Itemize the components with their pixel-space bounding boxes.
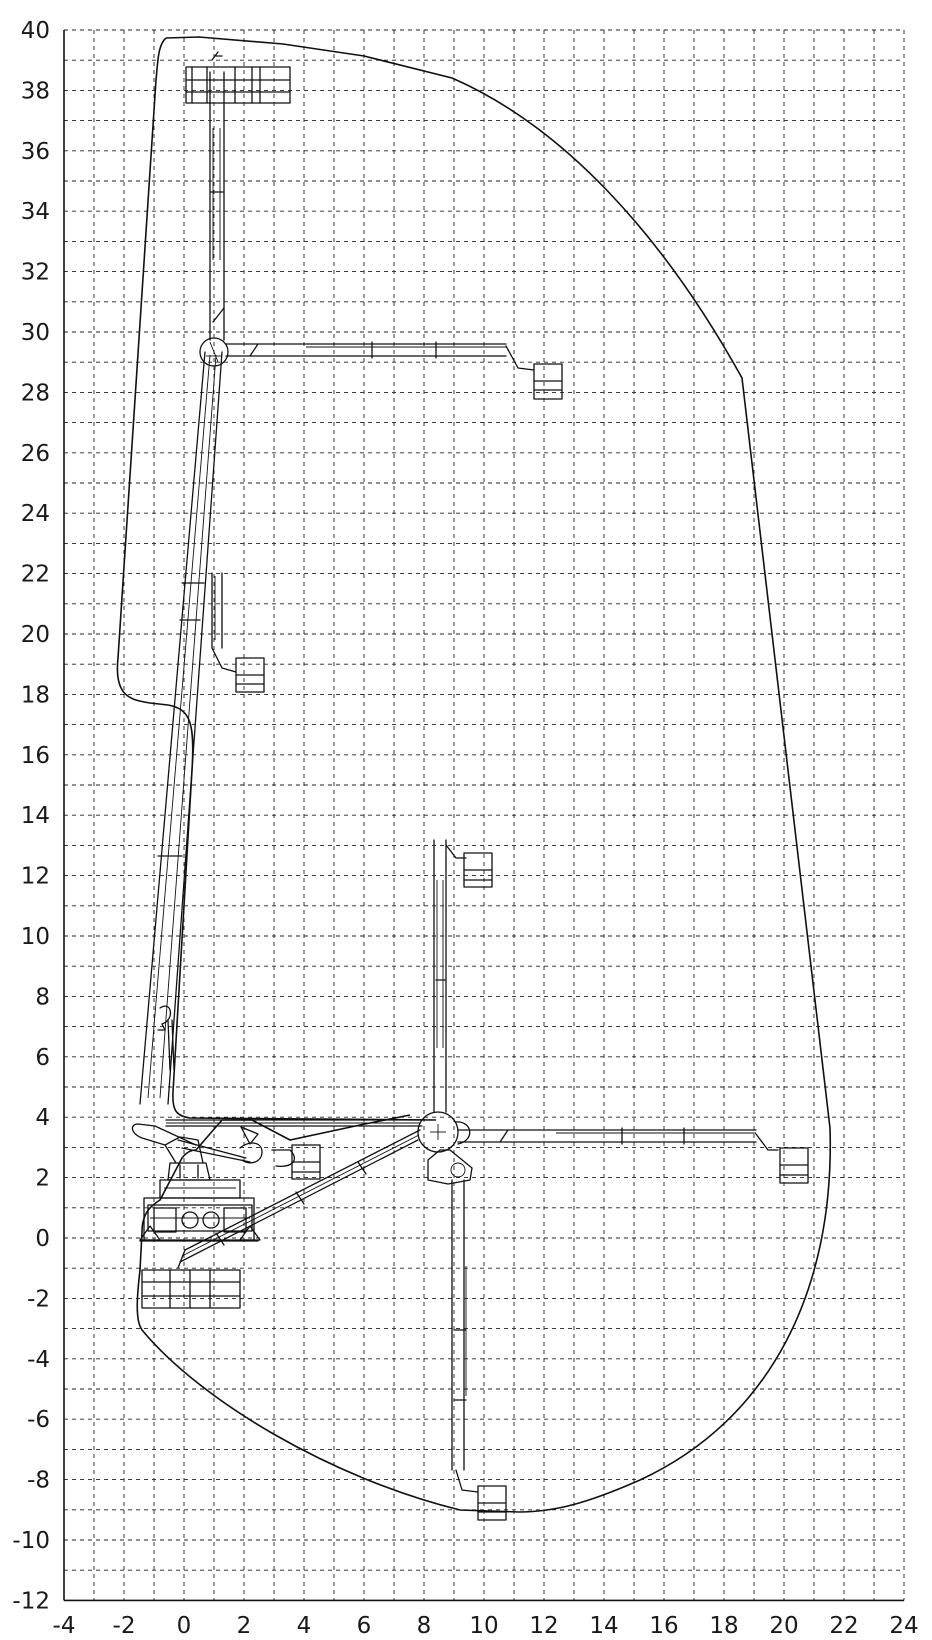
y-tick-label: 32 bbox=[21, 260, 50, 286]
boom-upper-vertical-short bbox=[433, 839, 493, 1113]
y-tick-label: -2 bbox=[27, 1286, 50, 1312]
y-tick-label: -12 bbox=[12, 1588, 50, 1614]
y-tick-label: 38 bbox=[21, 78, 50, 104]
grid bbox=[63, 29, 905, 1601]
x-tick-label: 18 bbox=[709, 1613, 738, 1639]
x-tick-label: 16 bbox=[649, 1613, 678, 1639]
x-tick-label: 20 bbox=[769, 1613, 798, 1639]
aerial-lift-boom-poses bbox=[131, 51, 809, 1521]
y-tick-label: 18 bbox=[21, 682, 50, 708]
y-tick-label: -10 bbox=[12, 1528, 50, 1554]
x-tick-label: -2 bbox=[113, 1613, 136, 1639]
y-tick-label: 2 bbox=[35, 1166, 50, 1192]
y-tick-label: 4 bbox=[35, 1105, 50, 1131]
axes bbox=[63, 30, 904, 1602]
basket-top bbox=[185, 66, 291, 104]
boom-stowed-lower bbox=[165, 1119, 423, 1180]
x-tick-label: 24 bbox=[889, 1613, 918, 1639]
x-tick-label: 14 bbox=[589, 1613, 618, 1639]
x-tick-label: 6 bbox=[357, 1613, 372, 1639]
x-tick-label: 8 bbox=[417, 1613, 432, 1639]
y-tick-label: -6 bbox=[27, 1407, 50, 1433]
basket-below-ground bbox=[141, 1129, 421, 1309]
x-tick-label: 10 bbox=[469, 1613, 498, 1639]
y-tick-label: 34 bbox=[21, 199, 50, 225]
y-tick-label: 30 bbox=[21, 320, 50, 346]
main-knuckle-joint bbox=[417, 1111, 471, 1153]
x-tick-label: 12 bbox=[529, 1613, 558, 1639]
y-tick-label: 8 bbox=[35, 984, 50, 1010]
y-tick-label: -8 bbox=[27, 1468, 50, 1494]
y-tick-label: 28 bbox=[21, 380, 50, 406]
chassis bbox=[131, 1123, 263, 1242]
x-tick-label: 0 bbox=[177, 1613, 192, 1639]
y-tick-label: 12 bbox=[21, 864, 50, 890]
y-tick-label: 20 bbox=[21, 622, 50, 648]
y-tick-label: 6 bbox=[35, 1045, 50, 1071]
boom-top-horizontal bbox=[225, 341, 563, 400]
y-tick-label: 40 bbox=[21, 18, 50, 44]
boom-horizontal-right bbox=[457, 1127, 809, 1184]
top-knuckle-joint bbox=[199, 337, 229, 367]
x-tick-label: 4 bbox=[297, 1613, 312, 1639]
y-tick-label: 14 bbox=[21, 803, 50, 829]
y-tick-label: 16 bbox=[21, 743, 50, 769]
x-tick-label: -4 bbox=[53, 1613, 76, 1639]
y-tick-label: 36 bbox=[21, 139, 50, 165]
y-tick-label: 26 bbox=[21, 441, 50, 467]
x-tick-label: 22 bbox=[829, 1613, 858, 1639]
y-tick-label: -4 bbox=[27, 1347, 50, 1373]
boom-mid-upright bbox=[211, 572, 265, 693]
y-tick-label: 10 bbox=[21, 924, 50, 950]
boom-main-inclined bbox=[139, 351, 223, 1105]
boom-top-vertical bbox=[209, 51, 225, 341]
y-tick-label: 24 bbox=[21, 501, 50, 527]
x-tick-label: 2 bbox=[237, 1613, 252, 1639]
y-tick-label: 22 bbox=[21, 562, 50, 588]
boom-down-vertical bbox=[427, 1149, 507, 1521]
y-tick-label: 0 bbox=[35, 1226, 50, 1252]
y-axis-tick-labels: 4038363432302826242220181614121086420-2-… bbox=[12, 18, 50, 1614]
